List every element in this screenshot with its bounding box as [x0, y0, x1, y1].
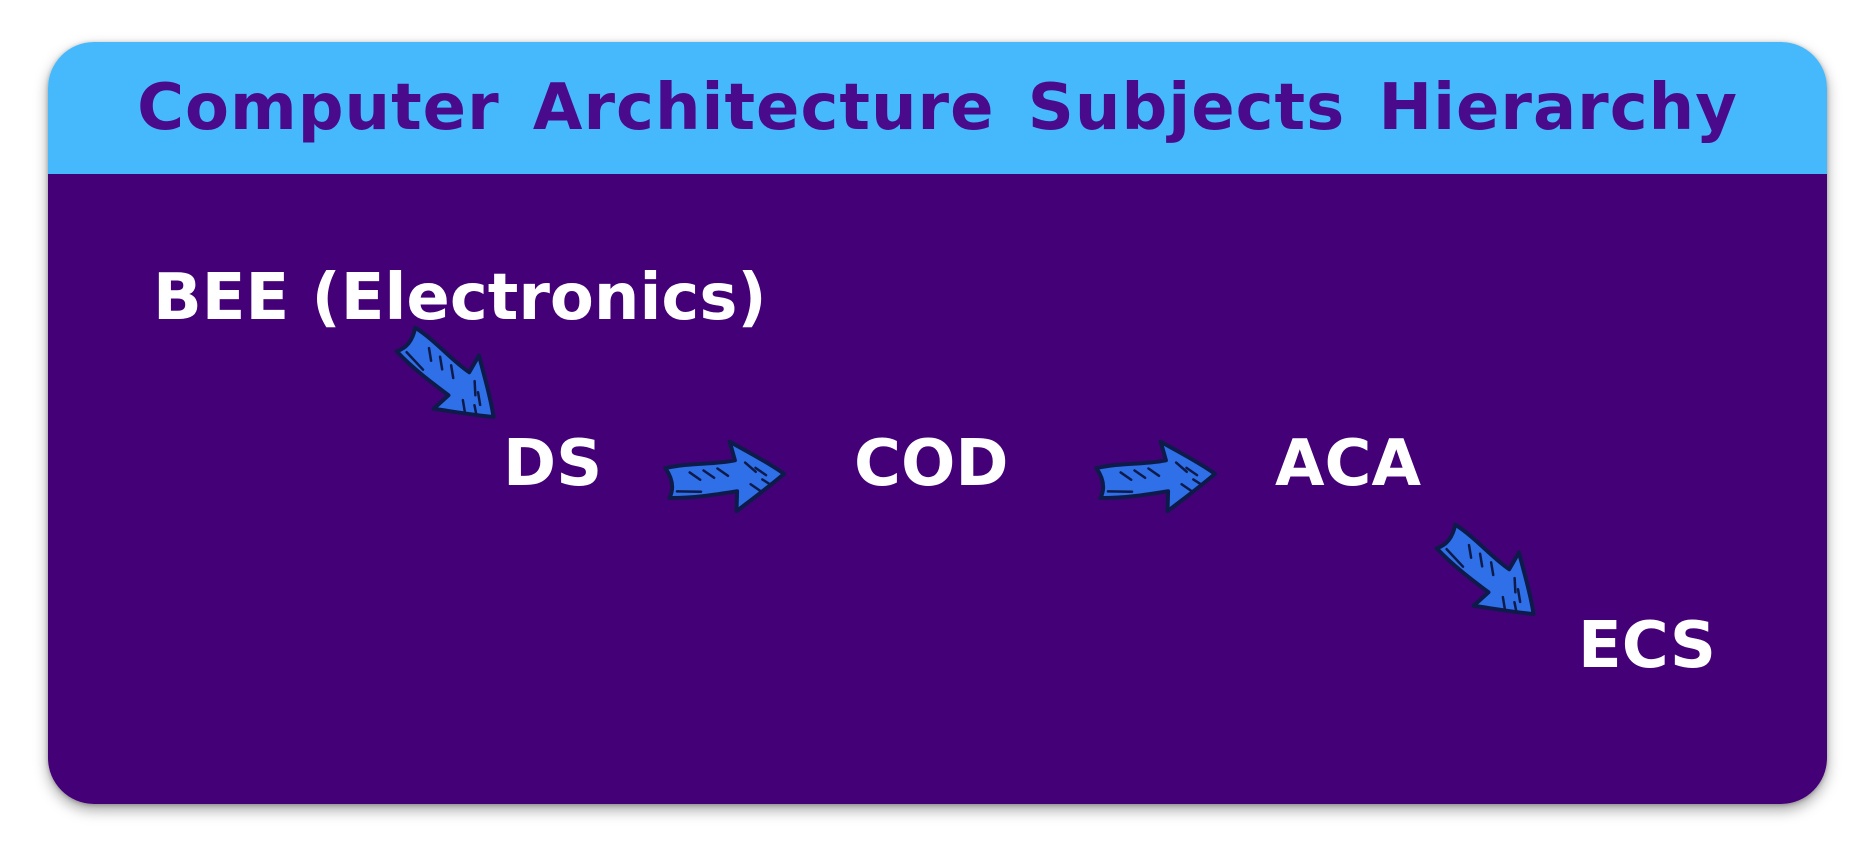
edge-bee-ds-arrow-icon — [375, 301, 528, 450]
edge-cod-aca-arrow-icon — [1088, 430, 1224, 523]
node-bee: BEE (Electronics) — [153, 261, 767, 335]
title-bar: Computer Architecture Subjects Hierarchy — [48, 42, 1827, 174]
diagram-canvas: BEE (Electronics) DS COD ACA ECS — [48, 174, 1827, 804]
node-ecs: ECS — [1578, 609, 1716, 683]
node-cod: COD — [854, 427, 1009, 501]
node-aca: ACA — [1275, 427, 1422, 501]
edge-aca-ecs-arrow-icon — [1415, 498, 1568, 647]
edge-ds-cod-arrow-icon — [657, 430, 793, 523]
diagram-title: Computer Architecture Subjects Hierarchy — [137, 71, 1738, 145]
node-ds: DS — [503, 427, 603, 501]
diagram-card: Computer Architecture Subjects Hierarchy… — [48, 42, 1827, 804]
